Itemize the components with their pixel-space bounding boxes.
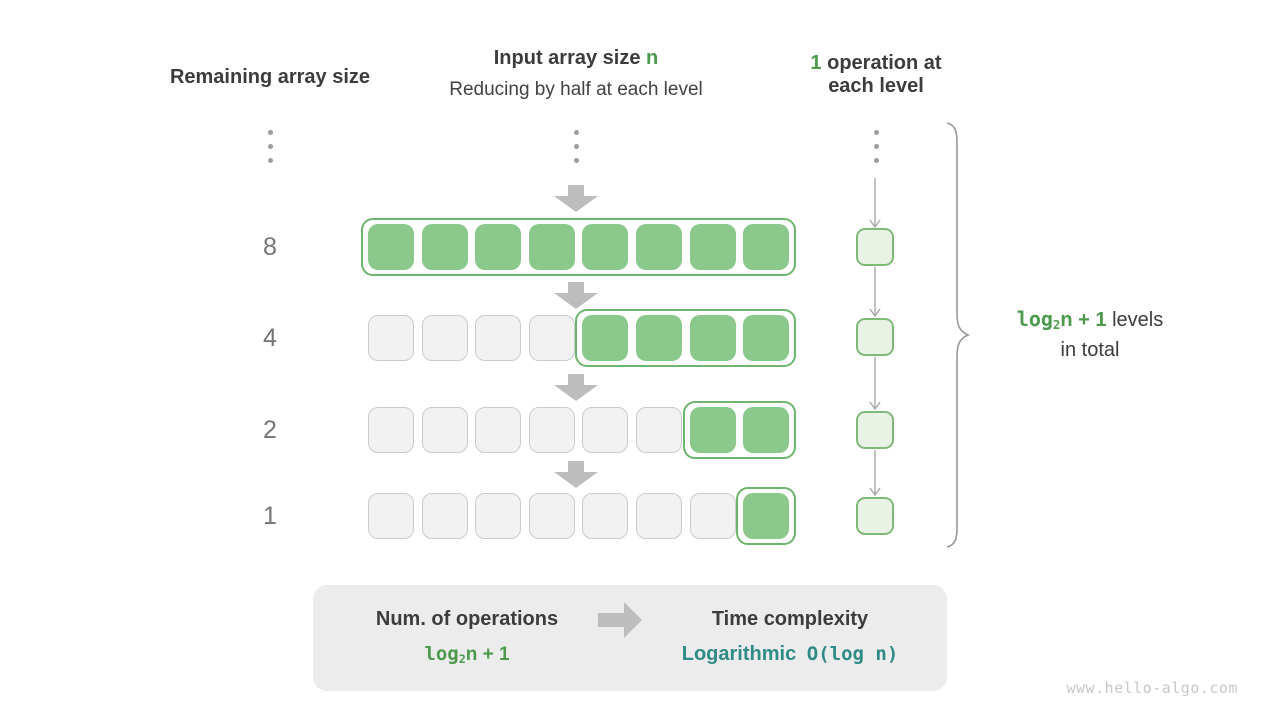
array-cell-inactive <box>636 493 682 539</box>
remaining-size-label: 8 <box>263 233 277 261</box>
array-cell-active <box>636 224 682 270</box>
header-operations-line2: each level <box>828 75 924 97</box>
array-cell-active <box>689 224 736 270</box>
remaining-size-label: 2 <box>263 416 277 444</box>
operation-box <box>856 497 894 535</box>
array-cell-active <box>636 315 682 361</box>
array-cell-inactive <box>528 315 575 361</box>
summary-operations-title: Num. of operations <box>375 608 559 630</box>
operation-box <box>856 228 894 266</box>
levels-total-line1: log2n + 1 levels <box>1016 307 1164 333</box>
array-row-level-1 <box>361 218 797 276</box>
array-cell-active <box>475 224 522 270</box>
array-row-level-3 <box>368 401 797 459</box>
array-cell-inactive <box>368 315 414 361</box>
ellipsis-dots-center <box>571 130 581 163</box>
array-cell-inactive <box>475 493 522 539</box>
array-cell-active <box>582 224 629 270</box>
header-remaining-array-size: Remaining array size <box>169 66 371 88</box>
down-arrow-icon <box>554 282 598 309</box>
flow-arrow-icon <box>869 178 881 228</box>
header-operations-line1: 1 operation at <box>810 52 942 74</box>
summary-panel: Num. of operations log2n + 1 Time comple… <box>313 585 947 691</box>
header-input-array-size-title: Input array size n <box>493 47 659 69</box>
down-arrow-icon <box>554 461 598 488</box>
array-cell-active <box>743 493 790 539</box>
array-cell-inactive <box>421 315 468 361</box>
summary-complexity-title: Time complexity <box>711 608 869 630</box>
array-cell-inactive <box>636 407 682 453</box>
array-cell-inactive <box>368 407 414 453</box>
array-cell-active <box>689 407 736 453</box>
array-cell-inactive <box>421 493 468 539</box>
array-cell-active <box>743 224 790 270</box>
summary-complexity-formula: Logarithmic O(log n) <box>681 643 899 665</box>
array-cell-active <box>743 407 790 453</box>
array-row-level-2 <box>368 309 797 367</box>
array-cell-active <box>582 315 629 361</box>
levels-total-line2: in total <box>1060 339 1120 362</box>
ellipsis-dots-left <box>265 130 275 163</box>
operation-box <box>856 411 894 449</box>
operation-box <box>856 318 894 356</box>
array-cell-inactive <box>528 407 575 453</box>
header-input-array-size: Input array size n Reducing by half at e… <box>396 47 756 101</box>
flow-arrow-icon <box>869 267 881 317</box>
remaining-size-label: 4 <box>263 324 277 352</box>
array-cell-active <box>528 224 575 270</box>
summary-complexity: Time complexity Logarithmic O(log n) <box>665 608 915 666</box>
remaining-size-label: 1 <box>263 502 277 530</box>
array-cell-active <box>743 315 790 361</box>
array-cell-inactive <box>689 493 736 539</box>
array-cell-inactive <box>582 407 629 453</box>
brace-icon <box>946 122 970 548</box>
header-operations-per-level: 1 operation at each level <box>776 52 976 98</box>
array-cell-inactive <box>421 407 468 453</box>
ellipsis-dots-right <box>871 130 881 163</box>
array-cell-inactive <box>582 493 629 539</box>
one-highlight: 1 <box>810 52 822 74</box>
flow-arrow-icon <box>869 357 881 410</box>
array-cell-active <box>368 224 414 270</box>
right-arrow-icon <box>598 602 642 638</box>
flow-arrow-icon <box>869 450 881 496</box>
array-cell-inactive <box>475 407 522 453</box>
header-input-array-size-subtitle: Reducing by half at each level <box>449 79 703 100</box>
down-arrow-icon <box>554 185 598 212</box>
array-cell-active <box>421 224 468 270</box>
down-arrow-icon <box>554 374 598 401</box>
n-highlight: n <box>646 47 659 69</box>
watermark: www.hello-algo.com <box>1066 679 1238 697</box>
array-cell-active <box>689 315 736 361</box>
array-cell-inactive <box>528 493 575 539</box>
summary-operations: Num. of operations log2n + 1 <box>342 608 592 666</box>
array-cell-inactive <box>475 315 522 361</box>
array-cell-inactive <box>368 493 414 539</box>
summary-operations-formula: log2n + 1 <box>424 643 510 666</box>
levels-total-note: log2n + 1 levels in total <box>980 307 1200 362</box>
array-row-level-4 <box>368 487 797 545</box>
